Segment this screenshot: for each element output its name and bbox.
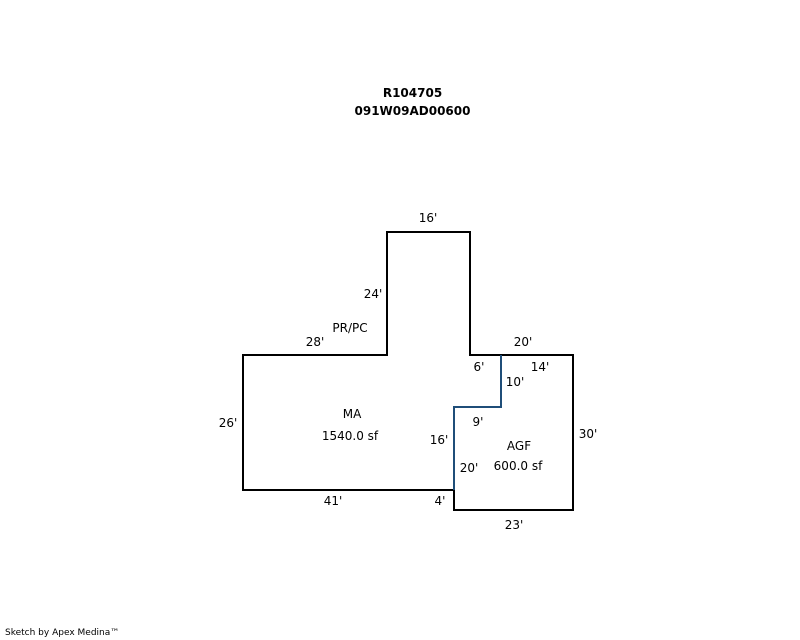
- area-size-ma: 1540.0 sf: [321, 429, 379, 443]
- area-code-pr-pc: PR/PC: [332, 321, 368, 335]
- main-area-outline: [242, 231, 501, 491]
- dimension-label: 16': [429, 433, 449, 447]
- dimension-label: 14': [530, 360, 550, 374]
- dimension-label: 26': [218, 416, 238, 430]
- shared-wall: [453, 355, 502, 490]
- area-code-agf: AGF: [506, 439, 532, 453]
- dimension-label: 28': [305, 335, 325, 349]
- dimension-label: 20': [513, 335, 533, 349]
- sketch-credit: Sketch by Apex Medina™: [5, 628, 120, 638]
- dimension-label: 9': [472, 415, 484, 429]
- area-size-agf: 600.0 sf: [493, 459, 543, 473]
- area-code-ma: MA: [342, 407, 362, 421]
- dimension-label: 6': [473, 360, 485, 374]
- dimension-label: 16': [418, 211, 438, 225]
- dimension-label: 30': [578, 427, 598, 441]
- dimension-label: 4': [434, 494, 446, 508]
- garage-outline: [453, 354, 574, 511]
- map-number: 091W09AD00600: [354, 104, 471, 118]
- dimension-label: 41': [323, 494, 343, 508]
- dimension-label: 24': [363, 287, 383, 301]
- dimension-label: 20': [459, 461, 479, 475]
- dimension-label: 23': [504, 518, 524, 532]
- account-id: R104705: [382, 86, 443, 100]
- dimension-label: 10': [505, 375, 525, 389]
